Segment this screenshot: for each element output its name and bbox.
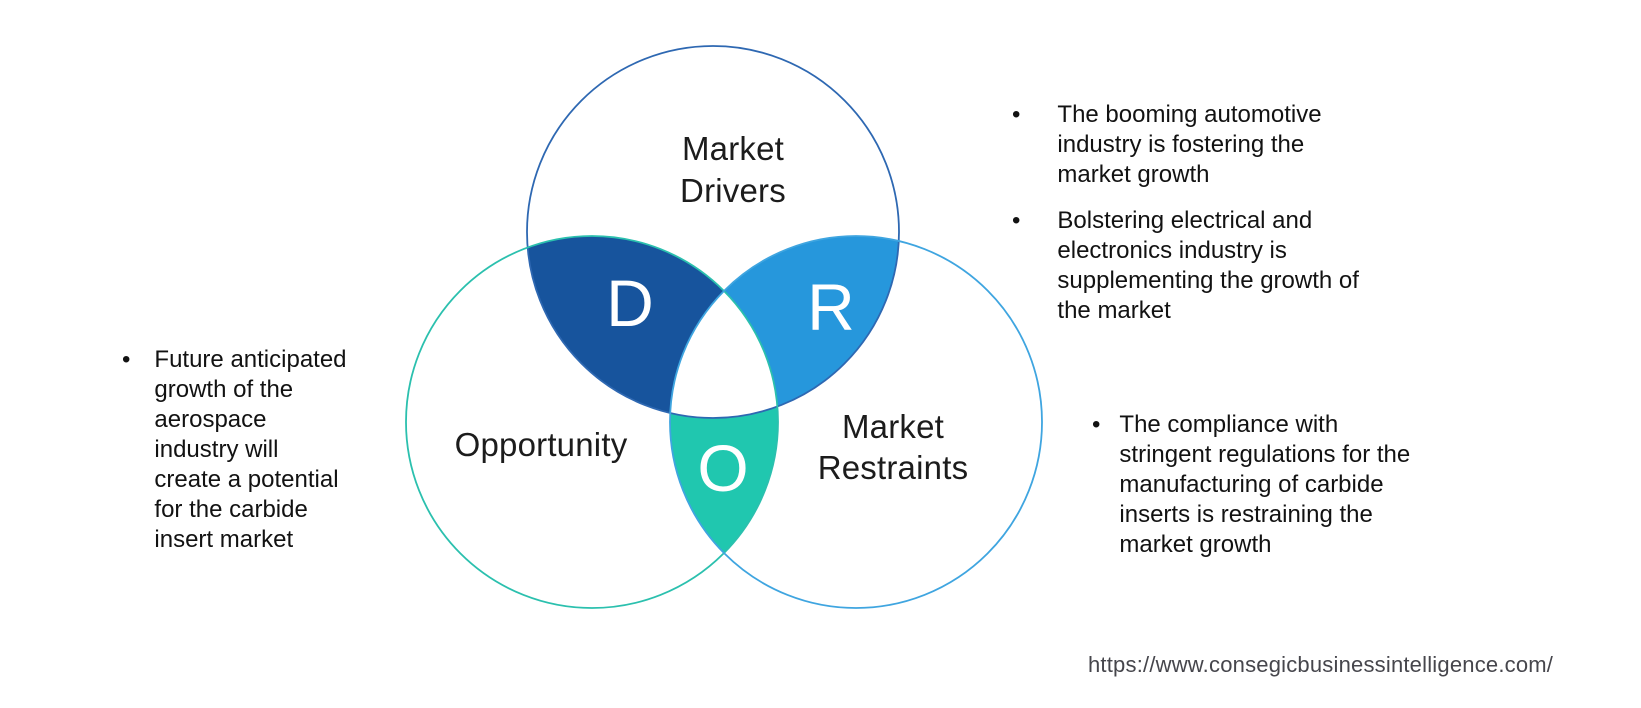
opportunity-circle-outline: [405, 235, 779, 609]
drivers-opportunity-intersection: [527, 236, 778, 418]
restraints-circle-label: Market Restraints: [817, 408, 969, 486]
driver-note-2: • Bolstering electrical and electronics …: [1012, 206, 1359, 326]
opportunity-note-text: Future anticipated growth of the aerospa…: [154, 346, 347, 553]
driver-note-2-text: Bolstering electrical and electronics in…: [1057, 207, 1359, 324]
restraint-note: • The compliance with stringent regulati…: [1092, 410, 1410, 560]
restraints-letter: R: [807, 270, 855, 344]
bullet-icon: •: [1012, 101, 1021, 128]
bullet-icon: •: [122, 346, 131, 373]
bullet-icon: •: [1012, 207, 1021, 234]
drivers-letter: D: [606, 266, 654, 340]
restraints-circle-outline: [669, 235, 1043, 609]
drivers-circle-label: Market Drivers: [680, 130, 786, 209]
bullet-icon: •: [1092, 411, 1101, 438]
opportunity-letter: O: [697, 431, 749, 505]
opportunity-circle-label: Opportunity: [454, 426, 628, 463]
drivers-restraints-intersection: [670, 236, 899, 418]
source-url: https://www.consegicbusinessintelligence…: [1088, 652, 1554, 677]
driver-note-1: • The booming automotive industry is fos…: [1012, 100, 1322, 190]
drivers-circle-outline: [526, 45, 900, 419]
opportunity-note: • Future anticipated growth of the aeros…: [122, 345, 347, 555]
driver-note-1-text: The booming automotive industry is foste…: [1057, 101, 1322, 188]
restraint-note-text: The compliance with stringent regulation…: [1119, 411, 1411, 558]
